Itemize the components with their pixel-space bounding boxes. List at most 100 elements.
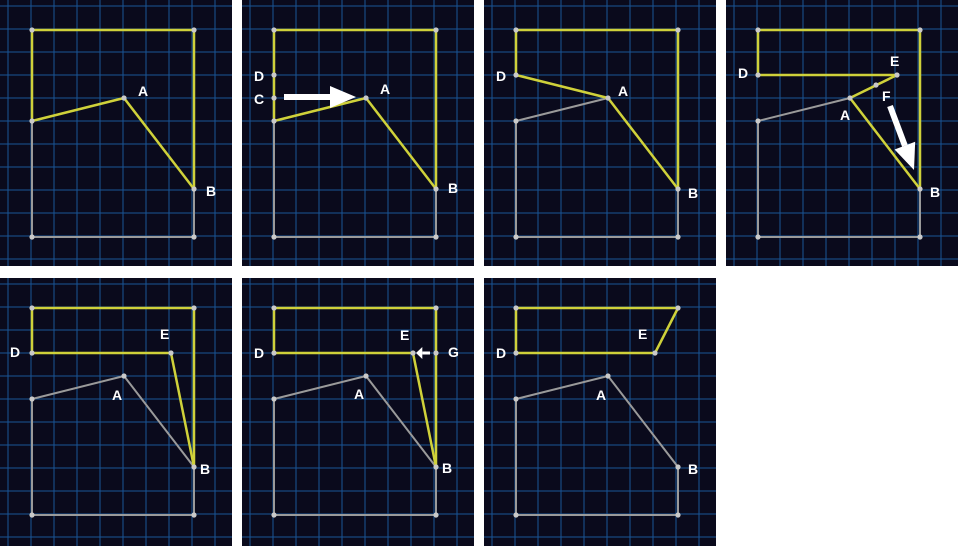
down-arrow-shaft: [887, 104, 908, 147]
point-label-F: F: [882, 88, 891, 104]
vertex-F: [873, 82, 879, 88]
vertex-E: [410, 350, 416, 356]
selected-edge-B-A: [122, 96, 196, 191]
point-label-D: D: [10, 344, 20, 360]
point-label-D: D: [254, 68, 264, 84]
left-arrow: [416, 347, 430, 359]
vertex-TL: [271, 27, 277, 33]
panel-background: [0, 0, 232, 266]
vertex-D: [513, 72, 519, 78]
vertex-TR: [191, 27, 197, 33]
vertex-TL: [755, 27, 761, 33]
edge-A-B: [607, 375, 679, 468]
selected-edge-A-P: [272, 96, 368, 123]
vertex-B: [675, 464, 681, 470]
vertex-BR: [191, 512, 197, 518]
panel-background: [242, 278, 474, 546]
vertex-E: [652, 350, 658, 356]
vertex-TL: [29, 305, 35, 311]
vertex-TR: [675, 27, 681, 33]
point-label-B: B: [442, 460, 452, 476]
vertex-A: [121, 95, 127, 101]
point-label-A: A: [596, 387, 606, 403]
vertex-BL: [29, 512, 35, 518]
point-label-B: B: [448, 180, 458, 196]
point-label-G: G: [448, 344, 459, 360]
vertex-BL: [513, 512, 519, 518]
edge-P-A: [273, 375, 367, 400]
vertex-BR: [675, 512, 681, 518]
point-label-E: E: [400, 327, 409, 343]
point-label-B: B: [930, 184, 940, 200]
right-arrow: [284, 86, 356, 108]
vertex-TR: [433, 27, 439, 33]
vertex-A: [363, 373, 369, 379]
edge-P-A: [515, 375, 609, 400]
vertex-TR: [917, 27, 923, 33]
vertex-E: [168, 350, 174, 356]
left-arrow-head: [416, 347, 423, 359]
vertex-TR: [675, 305, 681, 311]
vertex-B: [917, 186, 923, 192]
point-label-B: B: [206, 183, 216, 199]
vertex-P: [513, 118, 519, 124]
edge-P-A: [31, 375, 125, 400]
vertex-BR: [433, 234, 439, 240]
selected-edge-B-E: [169, 351, 196, 469]
vertex-D: [755, 72, 761, 78]
vertex-P: [271, 118, 277, 124]
panel-step-3: DAB: [484, 0, 716, 266]
vertex-E: [894, 72, 900, 78]
vertex-A: [363, 95, 369, 101]
edge-P-A: [757, 97, 851, 122]
edge-P-A: [515, 97, 609, 122]
vertex-BL: [271, 234, 277, 240]
vertex-B: [433, 464, 439, 470]
vertex-A: [847, 95, 853, 101]
vertex-TL: [513, 305, 519, 311]
point-label-A: A: [138, 83, 148, 99]
selected-edge-A-D: [514, 73, 610, 100]
vertex-B: [675, 186, 681, 192]
vertex-BR: [917, 234, 923, 240]
vertex-BL: [271, 512, 277, 518]
vertex-P: [755, 118, 761, 124]
point-label-D: D: [496, 68, 506, 84]
panel-step-1: AB: [0, 0, 232, 266]
vertex-BR: [191, 234, 197, 240]
point-label-A: A: [354, 386, 364, 402]
selected-edge-A-E: [848, 73, 899, 100]
vertex-D: [271, 72, 277, 78]
point-label-B: B: [200, 461, 210, 477]
vertex-TL: [271, 305, 277, 311]
point-label-B: B: [688, 461, 698, 477]
point-label-C: C: [254, 91, 264, 107]
point-label-E: E: [160, 326, 169, 342]
vertex-P: [29, 118, 35, 124]
vertex-P: [513, 396, 519, 402]
vertex-P: [29, 396, 35, 402]
vertex-P: [271, 396, 277, 402]
vertex-B: [191, 186, 197, 192]
vertex-D: [29, 350, 35, 356]
vertex-BR: [675, 234, 681, 240]
vertex-BL: [755, 234, 761, 240]
right-arrow-head: [330, 86, 356, 108]
vertex-D: [513, 350, 519, 356]
vertex-B: [433, 186, 439, 192]
down-arrow: [887, 104, 916, 170]
vertex-A: [121, 373, 127, 379]
selected-edge-A-P: [30, 96, 126, 123]
panel-step-6: D E G A B: [242, 278, 474, 546]
vertex-D: [271, 350, 277, 356]
point-label-E: E: [890, 53, 899, 69]
point-label-D: D: [254, 345, 264, 361]
vertex-TL: [513, 27, 519, 33]
selected-edge-B-A: [606, 96, 680, 191]
vertex-A: [605, 373, 611, 379]
panel-background: [484, 0, 716, 266]
